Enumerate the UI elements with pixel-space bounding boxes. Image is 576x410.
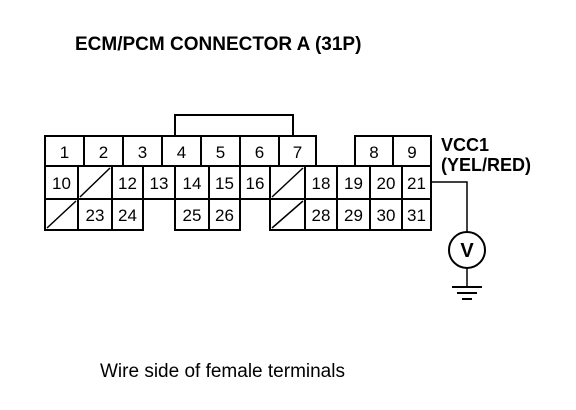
pin-4: 4	[177, 143, 186, 162]
pin-labels: 1 2 3 4 5 6 7 8 9 10 12 13 14 15 16 18 1…	[52, 143, 426, 225]
diagram-caption: Wire side of female terminals	[100, 361, 345, 382]
voltmeter-icon: V	[448, 231, 486, 269]
ground-icon	[452, 268, 482, 300]
unused-cavity-marks	[46, 167, 304, 229]
pin-3: 3	[138, 143, 147, 162]
signal-name: VCC1	[441, 135, 489, 155]
pin-1: 1	[60, 143, 69, 162]
pin-13: 13	[150, 174, 169, 193]
pin-30: 30	[377, 206, 396, 225]
pin-18: 18	[312, 174, 331, 193]
pin-31: 31	[407, 206, 426, 225]
pin-12: 12	[118, 174, 137, 193]
pin-6: 6	[255, 143, 264, 162]
pin-29: 29	[344, 206, 363, 225]
pin-2: 2	[99, 143, 108, 162]
pin-15: 15	[215, 174, 234, 193]
signal-wire-color: (YEL/RED)	[441, 155, 531, 175]
diagram-title: ECM/PCM CONNECTOR A (31P)	[75, 34, 361, 55]
pin-28: 28	[312, 206, 331, 225]
probe-wire	[431, 181, 468, 232]
pin-24: 24	[118, 206, 137, 225]
unused-cavity-11	[79, 167, 111, 198]
pin-10: 10	[52, 174, 71, 193]
pin-21: 21	[407, 174, 426, 193]
pin-25: 25	[183, 206, 202, 225]
voltmeter-symbol: V	[460, 240, 474, 262]
pin-26: 26	[215, 206, 234, 225]
pin-20: 20	[377, 174, 396, 193]
pin-19: 19	[344, 174, 363, 193]
pin-8: 8	[369, 143, 378, 162]
pin-5: 5	[216, 143, 225, 162]
pin-7: 7	[293, 143, 302, 162]
pin-9: 9	[407, 143, 416, 162]
pin-23: 23	[86, 206, 105, 225]
unused-cavity-22	[46, 200, 77, 229]
unused-cavity-27	[271, 200, 304, 229]
unused-cavity-17	[271, 167, 304, 198]
pin-14: 14	[183, 174, 202, 193]
pin-16: 16	[246, 174, 265, 193]
